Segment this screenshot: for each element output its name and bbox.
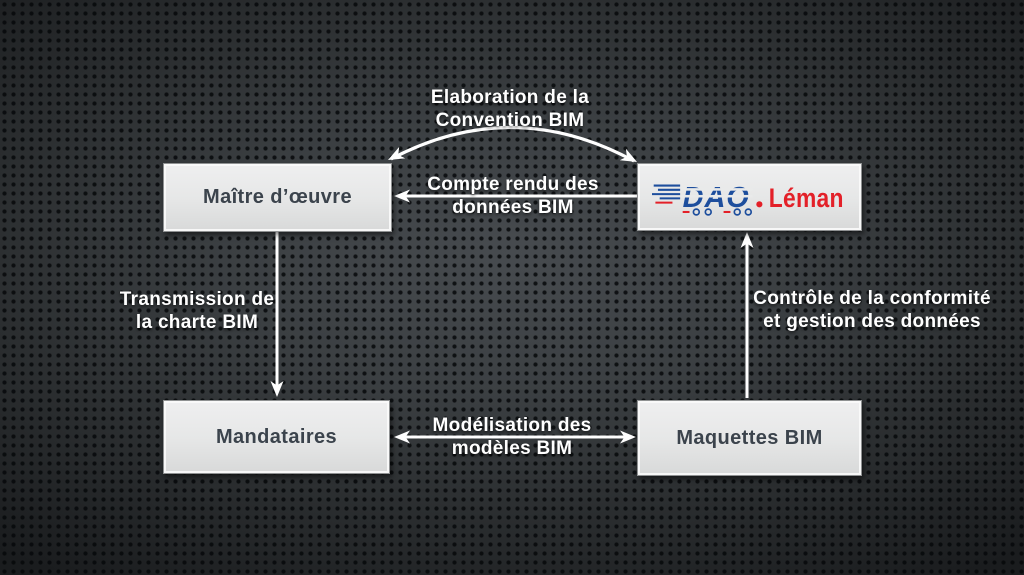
logo-period — [755, 200, 762, 207]
node-mandataires: Mandataires — [163, 400, 390, 474]
node-mandataires-label: Mandataires — [215, 425, 338, 448]
edge-label-compte-rendu: Compte rendu des données BIM — [427, 173, 599, 219]
node-maitre-label: Maître d’œuvre — [203, 186, 352, 208]
edge-label-convention: Elaboration de la Convention BIM — [431, 86, 589, 132]
node-maquettes-label: Maquettes BIM — [676, 426, 823, 449]
node-maquettes-bim: Maquettes BIM — [637, 400, 862, 476]
edge-label-transmission-line2: la charte BIM — [135, 312, 259, 333]
dao-leman-logo: DAO Léman — [651, 181, 843, 216]
edge-label-controle: Contrôle de la conformité et gestion des… — [753, 287, 991, 333]
node-dao-leman: DAO Léman — [637, 163, 862, 231]
edge-label-compte-line1: Compte rendu des — [427, 174, 599, 195]
logo-speed-lines-red — [654, 201, 730, 213]
edge-label-modelisation: Modélisation des modèles BIM — [433, 414, 592, 460]
edge-label-controle-line2: et gestion des données — [763, 311, 981, 332]
edge-label-modelisation-line1: Modélisation des — [432, 415, 592, 436]
arrow-convention-curved — [384, 125, 641, 168]
edge-label-convention-line1: Elaboration de la — [430, 87, 590, 108]
edge-label-modelisation-line2: modèles BIM — [451, 438, 573, 459]
logo-wheels — [692, 207, 752, 216]
logo-text-leman: Léman — [768, 181, 843, 212]
logo-speed-lines — [651, 184, 680, 199]
node-maitre-doeuvre: Maître d’œuvre — [163, 163, 392, 232]
edge-label-controle-line1: Contrôle de la conformité — [753, 288, 991, 309]
edge-label-convention-line2: Convention BIM — [435, 110, 585, 131]
edge-label-compte-line2: données BIM — [452, 197, 574, 218]
edge-label-transmission-line1: Transmission de — [119, 289, 275, 310]
edge-label-transmission: Transmission de la charte BIM — [120, 288, 274, 334]
arrow-controle — [740, 232, 754, 398]
